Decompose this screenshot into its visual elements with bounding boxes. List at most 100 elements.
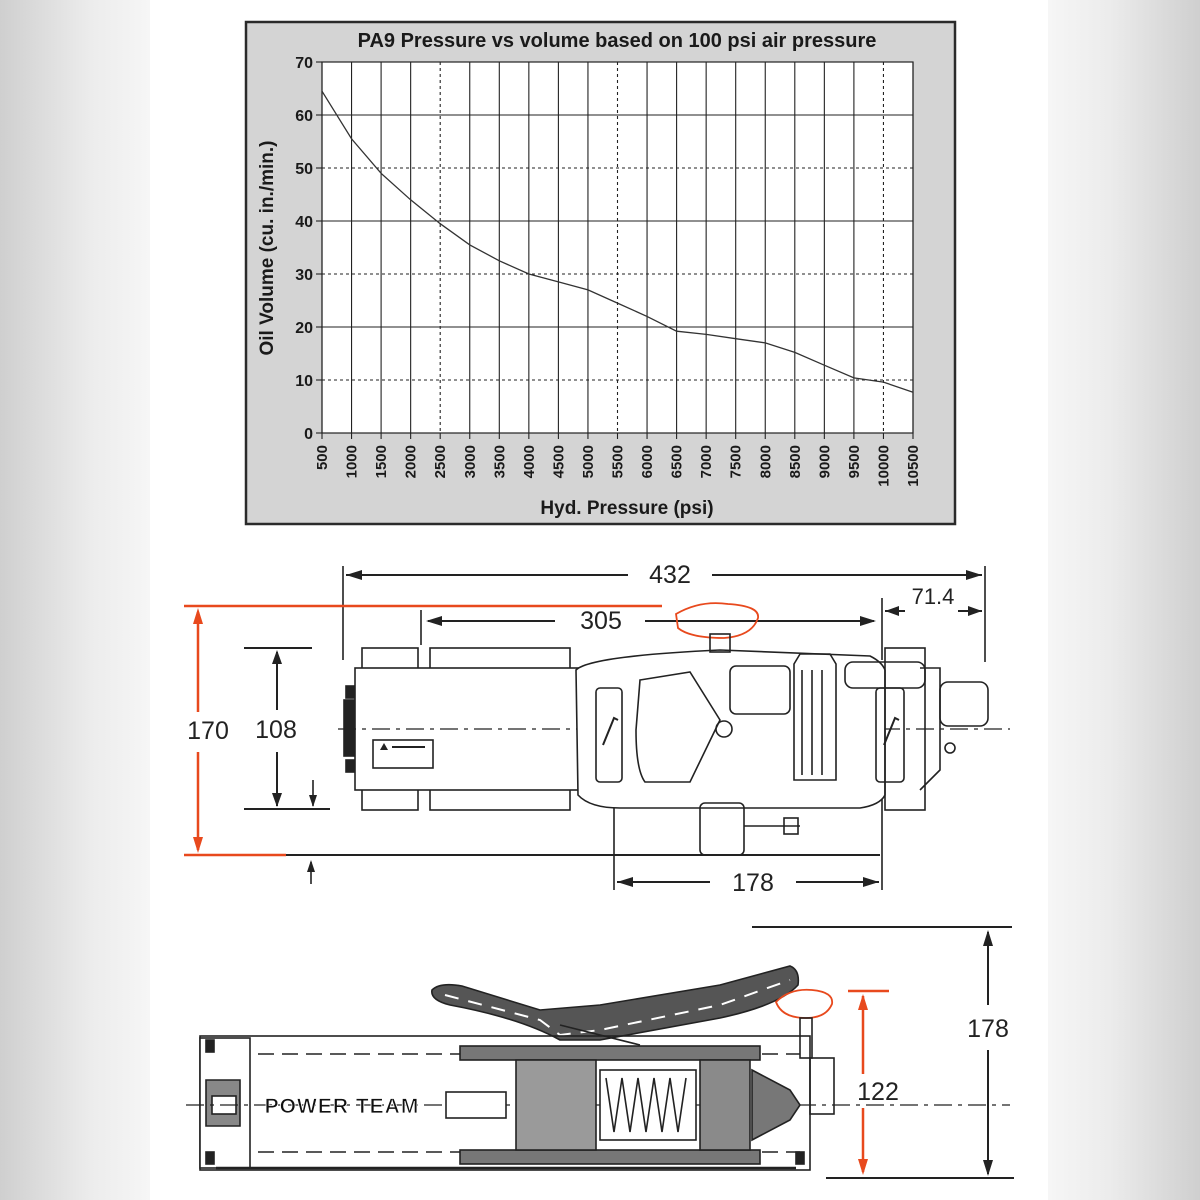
lever-icon-right [883, 716, 900, 746]
x-tick-label: 10000 [875, 445, 892, 487]
orange-release-knob [675, 602, 759, 639]
pedal-plate [635, 671, 721, 783]
right-mount-block [884, 647, 926, 811]
top-view-drawing: 432 305 71.4 170 [184, 561, 1010, 897]
x-tick-label: 9500 [846, 445, 863, 478]
data-point [587, 289, 589, 291]
data-point [882, 381, 885, 383]
bolt [205, 1151, 215, 1165]
slot-left [595, 687, 623, 783]
outlet-fitting [809, 1057, 835, 1115]
valve-block [729, 665, 791, 715]
brand-logo-text: POWER TEAM [265, 1095, 420, 1118]
arrow-head [346, 570, 362, 580]
x-tick-label: 500 [314, 445, 331, 470]
y-tick-label: 0 [304, 426, 313, 443]
dim-label-overall-length: 432 [649, 561, 691, 589]
x-tick-label: 4500 [550, 445, 567, 478]
dim-label-inner-length: 305 [580, 607, 622, 635]
data-point [764, 342, 766, 344]
y-tick-label: 60 [295, 108, 313, 125]
air-fitting [783, 817, 799, 835]
outlet-port [939, 681, 989, 727]
chart-title: PA9 Pressure vs volume based on 100 psi … [358, 30, 877, 52]
x-tick-label: 6000 [639, 445, 656, 478]
arrow-head [426, 616, 442, 626]
x-tick-label: 2500 [432, 445, 449, 478]
x-tick-label: 3000 [462, 445, 479, 478]
orange-arrow-head [858, 994, 868, 1010]
orange-release-knob-side [774, 988, 834, 1019]
cylinder-wall-top [459, 1045, 761, 1061]
data-point [350, 138, 353, 140]
data-point [557, 281, 560, 283]
x-axis-label: Hyd. Pressure (psi) [540, 498, 713, 519]
orange-arrow-head [193, 608, 203, 624]
data-point [646, 315, 648, 317]
series-layer [321, 90, 914, 393]
orange-arrow-head [858, 1159, 868, 1175]
pivot-bolt [715, 720, 733, 738]
data-point [321, 90, 323, 92]
spring [605, 1077, 687, 1133]
arrow-head [272, 793, 282, 807]
foot-pedal [431, 965, 800, 1041]
lever-icon-left [602, 716, 619, 746]
data-point [469, 244, 471, 246]
x-tick-label: 1000 [344, 445, 361, 478]
y-axis-label: Oil Volume (cu. in./min.) [257, 141, 278, 356]
arrow-head [863, 877, 879, 887]
spring-chamber [599, 1069, 697, 1141]
side-view-drawing: 178 122 [186, 926, 1014, 1179]
x-tick-label: 5000 [580, 445, 597, 478]
orange-arrow-head [193, 837, 203, 853]
data-point [853, 377, 855, 379]
arrow-head [968, 606, 982, 616]
data-point [410, 199, 412, 201]
arrow-head [983, 930, 993, 946]
x-tick-label: 2000 [403, 445, 420, 478]
end-cap [343, 699, 355, 757]
dim-label-inner-width: 108 [255, 716, 297, 744]
x-tick-label: 8500 [787, 445, 804, 478]
data-point [735, 338, 737, 340]
dim-label-right-offset: 71.4 [912, 584, 955, 609]
y-tick-label: 20 [295, 320, 313, 337]
knob-stem [799, 1017, 813, 1059]
piston-rod [445, 1091, 507, 1119]
y-tick-label: 10 [295, 373, 313, 390]
arrow-head [307, 860, 315, 872]
arrow-head [966, 570, 982, 580]
small-bolt [944, 742, 956, 754]
warning-label [372, 739, 434, 769]
bolt [345, 759, 355, 773]
dim-label-width: 170 [187, 717, 229, 745]
x-tick-label: 10500 [905, 445, 922, 487]
arrow-head [860, 616, 876, 626]
warning-icon [380, 743, 388, 750]
data-point [705, 333, 707, 336]
data-point [528, 273, 530, 275]
air-inlet [699, 802, 745, 856]
piston-block [515, 1059, 597, 1151]
y-tick-label: 30 [295, 267, 313, 284]
y-tick-label: 40 [295, 214, 313, 231]
pedal-tread [444, 979, 791, 1037]
bolt [345, 685, 355, 699]
valve-hatch [699, 1059, 751, 1151]
y-tick-label: 70 [295, 55, 313, 72]
arrow-head [309, 795, 317, 807]
dim-label-height: 178 [967, 1015, 1009, 1043]
arrow-head [885, 606, 899, 616]
x-tick-label: 1500 [373, 445, 390, 478]
grid-lines [316, 61, 914, 439]
cylinder-wall-bottom [459, 1149, 761, 1165]
x-tick-label: 5500 [610, 445, 627, 478]
knob-stem [709, 633, 731, 653]
data-point [498, 260, 500, 262]
data-point [439, 223, 441, 225]
left-margin [0, 0, 150, 1200]
data-point [676, 330, 678, 332]
